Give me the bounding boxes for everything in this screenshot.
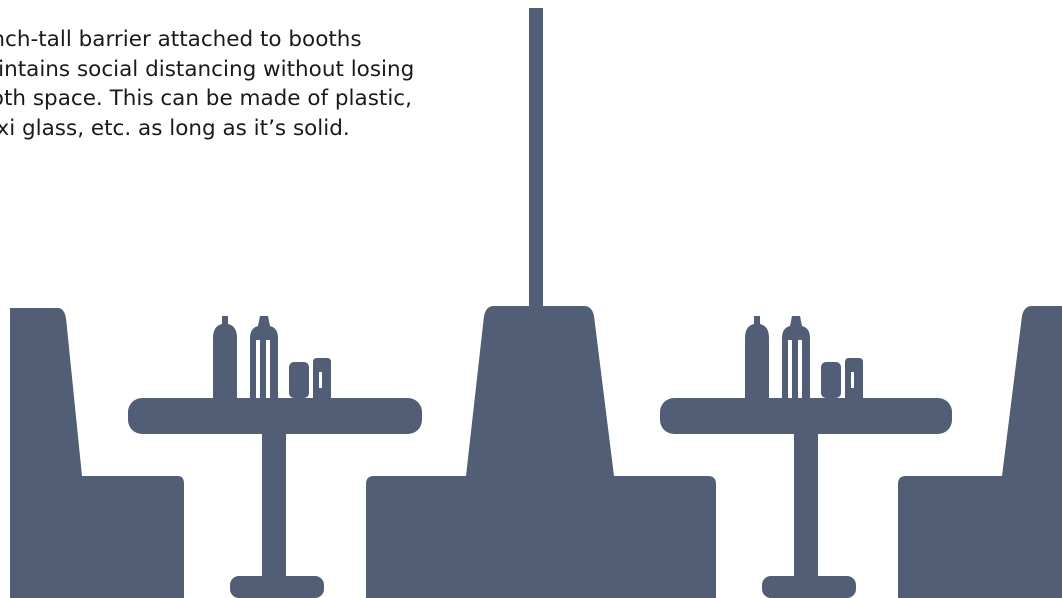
vertical-barrier [529, 8, 543, 310]
right-table-base [762, 576, 856, 598]
left-booth [10, 308, 184, 598]
right-table-pedestal [794, 432, 818, 582]
right-tabletop [660, 398, 952, 434]
center-booth [366, 8, 716, 598]
left-tabletop [128, 398, 422, 434]
right-condiment-bottles-icon [745, 316, 863, 398]
left-table-pedestal [262, 432, 286, 582]
left-table-base [230, 576, 324, 598]
left-condiment-bottles-icon [213, 316, 331, 398]
right-booth [898, 306, 1062, 598]
